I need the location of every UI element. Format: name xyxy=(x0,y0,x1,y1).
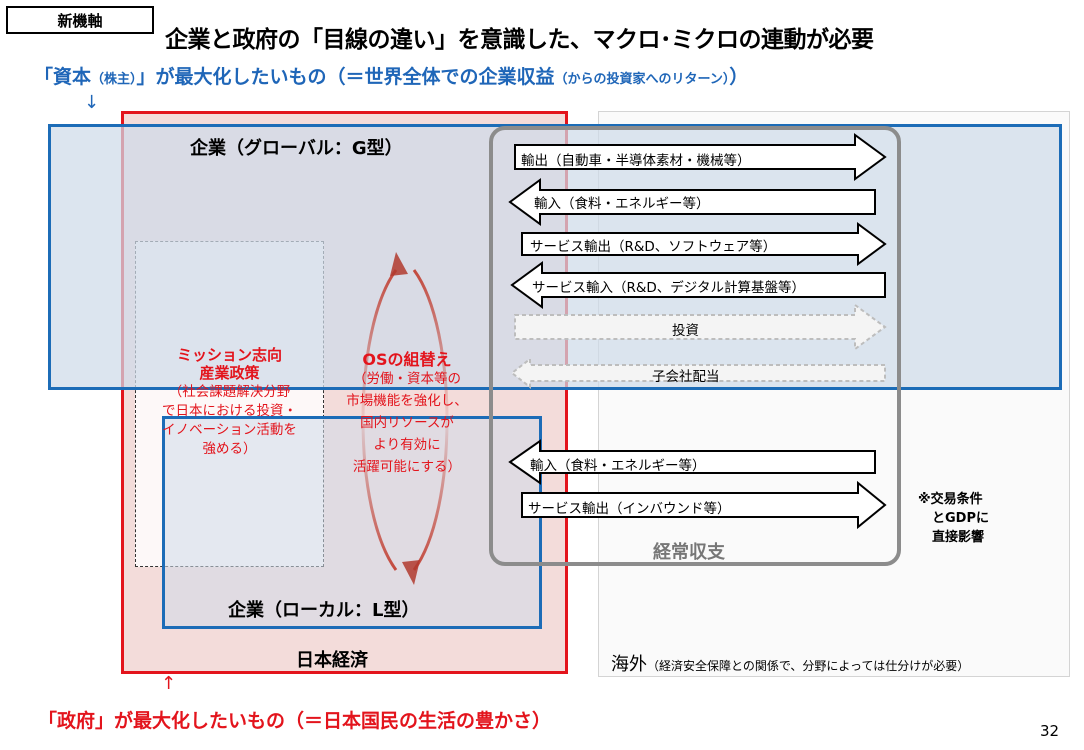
service-export-global-arrow-icon xyxy=(521,222,887,266)
mission-desc-line4: 強める） xyxy=(202,441,257,457)
trade-note-line3: 直接影響 xyxy=(932,530,985,545)
mission-description: （社会課題解決分野 で日本における投資・ イノベーション活動を 強める） xyxy=(135,383,324,459)
service-export-global-label: サービス輸出（R&D、ソフトウェア等） xyxy=(530,239,777,255)
mission-title-line1: ミッション志向 xyxy=(176,346,282,364)
mission-title-line2: 産業政策 xyxy=(199,364,260,382)
local-company-label: 企業（ローカル：L型） xyxy=(228,600,420,621)
page-title: 企業と政府の「目線の違い」を意識した、マクロ･ミクロの連動が必要 xyxy=(165,27,874,53)
capital-close: ） xyxy=(729,66,749,88)
export-arrow-icon xyxy=(514,133,887,181)
government-objective: 「政府」が最大化したいもの（＝日本国民の生活の豊かさ） xyxy=(38,710,552,732)
dividend-arrow-icon xyxy=(510,356,886,390)
new-axis-tag: 新機軸 xyxy=(6,6,154,34)
os-title: OSの組替え xyxy=(362,350,452,369)
current-account-region xyxy=(489,126,901,566)
os-desc-line5: 活躍可能にする） xyxy=(352,459,462,475)
trade-note-line2: とGDPに xyxy=(932,511,989,526)
local-company-region xyxy=(162,416,542,629)
service-import-arrow-icon xyxy=(510,261,886,309)
export-label: 輸出（自動車・半導体素材・機械等） xyxy=(521,153,751,169)
mission-desc-line2: で日本における投資・ xyxy=(162,403,297,419)
trade-note-line1: ※交易条件 xyxy=(918,492,983,507)
import-local-arrow-icon xyxy=(508,439,876,485)
import-global-label: 輸入（食料・エネルギー等） xyxy=(534,196,710,212)
capital-objective: 「資本（株主）」が最大化したいもの（＝世界全体での企業収益（からの投資家へのリタ… xyxy=(34,62,748,89)
os-desc-line4: より有効に xyxy=(373,437,441,453)
service-export-local-label: サービス輸出（インバウンド等） xyxy=(528,501,731,517)
service-export-local-arrow-icon xyxy=(521,480,887,530)
os-description: （労働・資本等の 市場機能を強化し、 国内リソースが より有効に 活躍可能にする… xyxy=(323,368,491,478)
overseas-note: （経済安全保障との関係で、分野によっては仕分けが必要） xyxy=(647,659,970,673)
os-desc-line2: 市場機能を強化し、 xyxy=(346,393,468,409)
capital-tail: （からの投資家へのリターン） xyxy=(554,72,730,87)
global-company-label: 企業（グローバル：G型） xyxy=(190,138,403,159)
page-number: 32 xyxy=(1040,722,1060,740)
capital-rest: 」が最大化したいもの（＝世界全体での企業収益 xyxy=(136,66,555,88)
os-desc-line3: 国内リソースが xyxy=(360,415,454,431)
investment-label: 投資 xyxy=(672,323,699,339)
investment-arrow-icon xyxy=(514,303,887,351)
down-arrow-icon: ↓ xyxy=(84,92,100,113)
mission-desc-line1: （社会課題解決分野 xyxy=(168,384,291,400)
japan-economy-label: 日本経済 xyxy=(296,650,368,671)
import-local-label: 輸入（食料・エネルギー等） xyxy=(530,458,706,474)
up-arrow-icon: ↑ xyxy=(161,673,177,694)
os-cycle-arrows-icon xyxy=(361,252,449,585)
import-global-arrow-icon xyxy=(508,178,876,226)
mission-desc-line3: イノベーション活動を xyxy=(162,422,297,438)
capital-paren: （株主） xyxy=(91,72,137,87)
capital-main: 「資本 xyxy=(34,66,92,88)
dividend-label: 子会社配当 xyxy=(652,369,720,385)
service-import-label: サービス輸入（R&D、デジタル計算基盤等） xyxy=(532,280,806,296)
flow-arrows xyxy=(508,133,887,530)
os-desc-line1: （労働・資本等の xyxy=(353,371,461,387)
overseas-label: 海外（経済安全保障との関係で、分野によっては仕分けが必要） xyxy=(611,650,969,676)
overseas-title: 海外 xyxy=(611,654,647,675)
mission-title: ミッション志向 産業政策 xyxy=(135,346,324,382)
trade-terms-note: ※交易条件 とGDPに 直接影響 xyxy=(918,490,989,547)
current-account-label: 経常収支 xyxy=(653,542,725,563)
